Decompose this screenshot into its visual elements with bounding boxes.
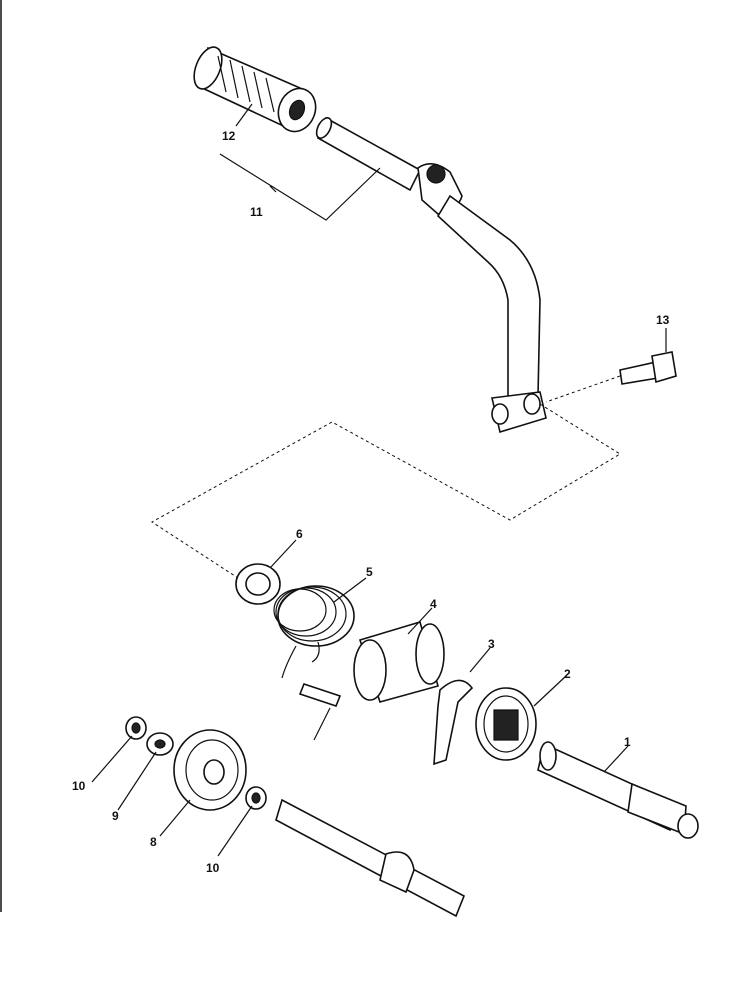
- drive-shaft: [275, 798, 466, 918]
- leader-1: [603, 745, 629, 773]
- leader-4: [407, 607, 433, 635]
- part-10-nut-top: [125, 716, 147, 740]
- assembly-line-13: [545, 375, 621, 403]
- label-8: 8: [150, 835, 157, 849]
- part-11-kick-lever: [315, 116, 547, 434]
- label-3: 3: [488, 637, 495, 651]
- leader-pin: [313, 707, 331, 741]
- label-10-bottom: 10: [206, 861, 220, 875]
- label-12: 12: [222, 129, 236, 143]
- part-12-grip: [193, 46, 317, 133]
- label-4: 4: [430, 597, 437, 611]
- label-13: 13: [656, 313, 670, 327]
- label-5: 5: [366, 565, 373, 579]
- part-8-gear: [173, 729, 247, 811]
- part-5-spring: [273, 585, 355, 679]
- leader-11: [219, 153, 381, 221]
- leader-5: [333, 577, 367, 603]
- leader-9: [117, 751, 157, 811]
- part-2-gear: [475, 687, 537, 761]
- assembly-line-lever: [151, 403, 621, 579]
- label-6: 6: [296, 527, 303, 541]
- label-2: 2: [564, 667, 571, 681]
- part-1-shaft: [537, 741, 699, 839]
- leader-10a: [91, 735, 133, 783]
- leader-12: [235, 103, 253, 127]
- part-13-bolt: [619, 351, 677, 385]
- label-11: 11: [250, 205, 263, 219]
- part-6-seal: [235, 563, 281, 605]
- pin-part: [298, 683, 342, 707]
- label-9: 9: [112, 809, 119, 823]
- label-1: 1: [624, 735, 631, 749]
- leader-2: [533, 675, 567, 707]
- label-10-top: 10: [72, 779, 86, 793]
- part-4-ratchet: [353, 620, 445, 703]
- part-9-washer: [146, 732, 174, 756]
- part-10-nut-bottom: [245, 786, 267, 810]
- leader-10b: [217, 805, 253, 857]
- leader-3: [469, 647, 491, 673]
- leader-6: [269, 539, 297, 569]
- leader-8: [159, 799, 191, 837]
- part-3-clip: [433, 679, 474, 766]
